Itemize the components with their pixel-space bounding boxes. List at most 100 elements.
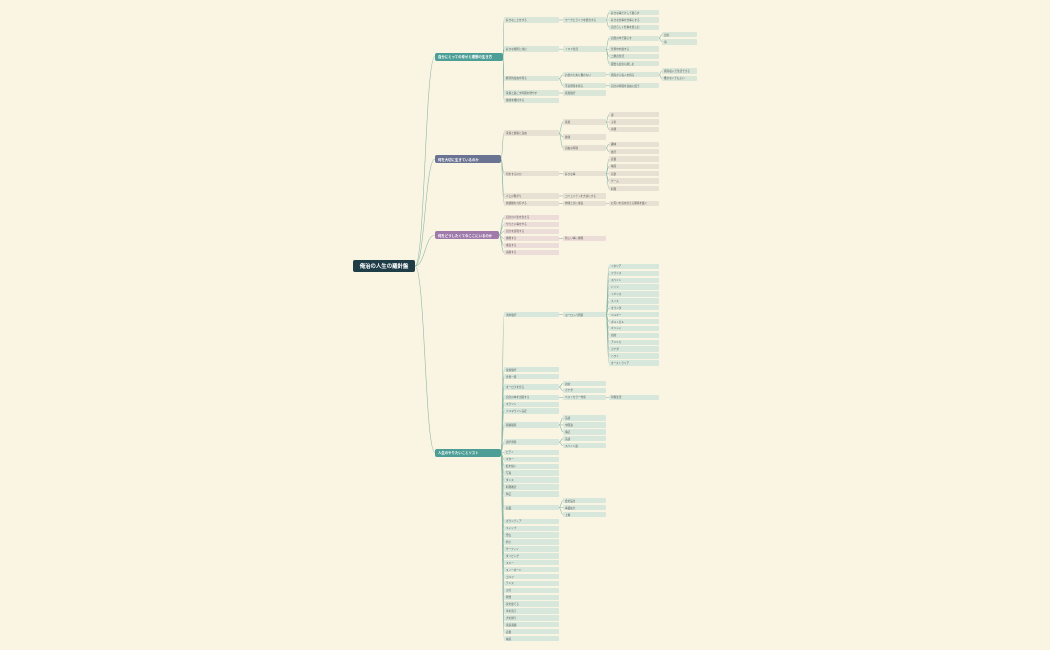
topic-node[interactable]: イタリア bbox=[609, 263, 659, 270]
topic-node[interactable]: 何をするのか bbox=[504, 171, 559, 177]
topic-node[interactable]: 海外旅行 bbox=[504, 311, 559, 318]
topic-node[interactable]: 健康を維持する bbox=[504, 97, 559, 104]
topic-node[interactable]: 上場 bbox=[563, 511, 606, 518]
topic-node[interactable]: 好きな仕事を仕事にする bbox=[609, 17, 659, 23]
topic-node[interactable]: ヨガ bbox=[504, 587, 559, 593]
topic-node[interactable]: 健康 bbox=[563, 134, 606, 140]
topic-node[interactable]: 都会も田舎も楽しむ bbox=[609, 61, 659, 67]
topic-node[interactable]: 妻 bbox=[609, 111, 659, 118]
topic-node[interactable]: ハワイ bbox=[609, 353, 659, 359]
topic-node[interactable]: 起業 bbox=[504, 504, 559, 511]
topic-node[interactable]: 資格取得 bbox=[504, 422, 559, 428]
topic-node[interactable]: ヨーロッパ周遊 bbox=[563, 311, 606, 318]
topic-node[interactable]: お金のために働かない bbox=[563, 72, 606, 78]
topic-node[interactable]: 新しい事に挑戦 bbox=[563, 235, 606, 242]
topic-node[interactable]: オーストラリア bbox=[609, 360, 659, 366]
topic-node[interactable]: 家族と健康と自由 bbox=[504, 130, 559, 136]
topic-node[interactable]: 成長する bbox=[504, 242, 559, 249]
topic-node[interactable]: オーロラを見る bbox=[504, 384, 559, 390]
topic-node[interactable]: 価値観を共有する bbox=[504, 200, 559, 206]
topic-node[interactable]: 二拠点生活 bbox=[609, 53, 659, 60]
topic-node[interactable]: 英語 bbox=[563, 415, 606, 421]
topic-node[interactable]: 仲間と共に成長 bbox=[563, 200, 606, 206]
topic-node[interactable]: ダイビング bbox=[504, 553, 559, 559]
topic-node[interactable]: 子供 bbox=[609, 119, 659, 125]
main-branch-node[interactable]: 何を大切に生きているのか bbox=[435, 155, 501, 163]
topic-node[interactable]: フランス bbox=[609, 270, 659, 277]
topic-node[interactable]: 英語 bbox=[563, 436, 606, 442]
topic-node[interactable]: やりたい事をやる bbox=[504, 221, 559, 228]
topic-node[interactable]: 旅行 bbox=[609, 148, 659, 155]
topic-node[interactable]: 釣り bbox=[504, 539, 559, 545]
topic-node[interactable]: 簿記 bbox=[563, 429, 606, 435]
topic-node[interactable]: 語学習得 bbox=[504, 439, 559, 445]
topic-node[interactable]: ワークとライフを統合する bbox=[563, 17, 606, 23]
main-branch-node[interactable]: 何をどうしたくて今ここにいるのか bbox=[435, 231, 499, 239]
topic-node[interactable]: 音楽 bbox=[609, 171, 659, 177]
topic-node[interactable]: 好きな場所に住む bbox=[504, 46, 559, 52]
topic-node[interactable]: ノマド生活 bbox=[563, 46, 606, 52]
topic-node[interactable]: 好きなことをする bbox=[504, 17, 559, 23]
topic-node[interactable]: 北欧 bbox=[609, 332, 659, 339]
topic-node[interactable]: 犬を飼う bbox=[504, 615, 559, 621]
topic-node[interactable]: 田舎 bbox=[662, 31, 697, 38]
topic-node[interactable]: 家族旅行 bbox=[504, 367, 559, 373]
topic-node[interactable]: ドイツ bbox=[609, 284, 659, 290]
topic-node[interactable]: コミュニティを大切にする bbox=[563, 193, 606, 199]
topic-node[interactable]: 家族旅行 bbox=[563, 90, 606, 96]
topic-node[interactable]: 料理教室 bbox=[504, 484, 559, 490]
topic-node[interactable]: 会社設立 bbox=[563, 498, 606, 504]
topic-node[interactable]: ボランティア bbox=[504, 518, 559, 525]
topic-node[interactable]: 両親 bbox=[609, 126, 659, 133]
topic-node[interactable]: 絵を描く bbox=[504, 463, 559, 469]
topic-node[interactable]: ゴルフ bbox=[504, 573, 559, 580]
topic-node[interactable]: カナダ bbox=[563, 387, 606, 394]
main-branch-node[interactable]: 自分にとっての幸せと理想の生き方 bbox=[435, 52, 503, 61]
topic-node[interactable]: 写真 bbox=[504, 470, 559, 476]
topic-node[interactable]: 自由な時間 bbox=[563, 145, 606, 151]
topic-node[interactable]: 事業拡大 bbox=[563, 504, 606, 511]
topic-node[interactable]: 経済的自由を得る bbox=[504, 75, 559, 82]
topic-node[interactable]: イギリス bbox=[609, 291, 659, 297]
topic-node[interactable]: テニス bbox=[504, 580, 559, 587]
topic-node[interactable]: アメリカ bbox=[609, 339, 659, 345]
topic-node[interactable]: 登山 bbox=[504, 532, 559, 538]
topic-node[interactable]: サーフィン bbox=[504, 546, 559, 552]
topic-node[interactable]: 世界一周 bbox=[504, 374, 559, 380]
topic-node[interactable]: 海 bbox=[662, 39, 697, 45]
topic-node[interactable]: 家庭菜園 bbox=[504, 622, 559, 628]
topic-node[interactable]: 映画 bbox=[504, 635, 559, 642]
topic-node[interactable]: 不労所得を得る bbox=[563, 83, 606, 89]
topic-node[interactable]: ギター bbox=[504, 456, 559, 463]
topic-node[interactable]: 読書 bbox=[504, 628, 559, 635]
topic-node[interactable]: 映画 bbox=[609, 163, 659, 170]
topic-node[interactable]: フルマラソン完走 bbox=[504, 408, 559, 414]
topic-node[interactable]: 瞑想 bbox=[504, 594, 559, 600]
topic-node[interactable]: 資産から収入を得る bbox=[609, 72, 659, 78]
topic-node[interactable]: 家族と過ごす時間を増やす bbox=[504, 90, 559, 96]
topic-node[interactable]: スペイン bbox=[609, 277, 659, 283]
topic-node[interactable]: 貢献する bbox=[504, 249, 559, 256]
topic-node[interactable]: 自然の中で暮らす bbox=[609, 35, 659, 41]
topic-node[interactable]: 陶芸 bbox=[504, 491, 559, 497]
topic-node[interactable]: スペイン語 bbox=[563, 442, 606, 449]
topic-node[interactable]: マラソン bbox=[504, 401, 559, 407]
topic-node[interactable]: 中国語 bbox=[563, 422, 606, 428]
topic-node[interactable]: ゲーム bbox=[609, 178, 659, 184]
topic-node[interactable]: お互いを高め合える関係を築く bbox=[609, 200, 659, 206]
topic-node[interactable]: スイス bbox=[609, 298, 659, 304]
topic-node[interactable]: 挑戦する bbox=[504, 235, 559, 242]
topic-node[interactable]: 働かなくてもよい bbox=[662, 75, 697, 82]
topic-node[interactable]: オランダ bbox=[609, 305, 659, 311]
topic-node[interactable]: カナダ bbox=[609, 346, 659, 352]
topic-node[interactable]: 自分の時間を自由に使う bbox=[609, 83, 659, 89]
root-node[interactable]: 俺治の人生の羅針盤 bbox=[353, 260, 415, 272]
topic-node[interactable]: 北欧 bbox=[563, 380, 606, 387]
topic-node[interactable]: ポルトガル bbox=[609, 318, 659, 325]
topic-node[interactable]: 家族 bbox=[563, 119, 606, 125]
topic-node[interactable]: ギリシャ bbox=[609, 325, 659, 332]
topic-node[interactable]: 資産収入で生活できる bbox=[662, 68, 697, 74]
topic-node[interactable]: 料理 bbox=[609, 185, 659, 192]
topic-node[interactable]: 世界中を旅する bbox=[609, 46, 659, 52]
topic-node[interactable]: 家を建てる bbox=[504, 601, 559, 607]
